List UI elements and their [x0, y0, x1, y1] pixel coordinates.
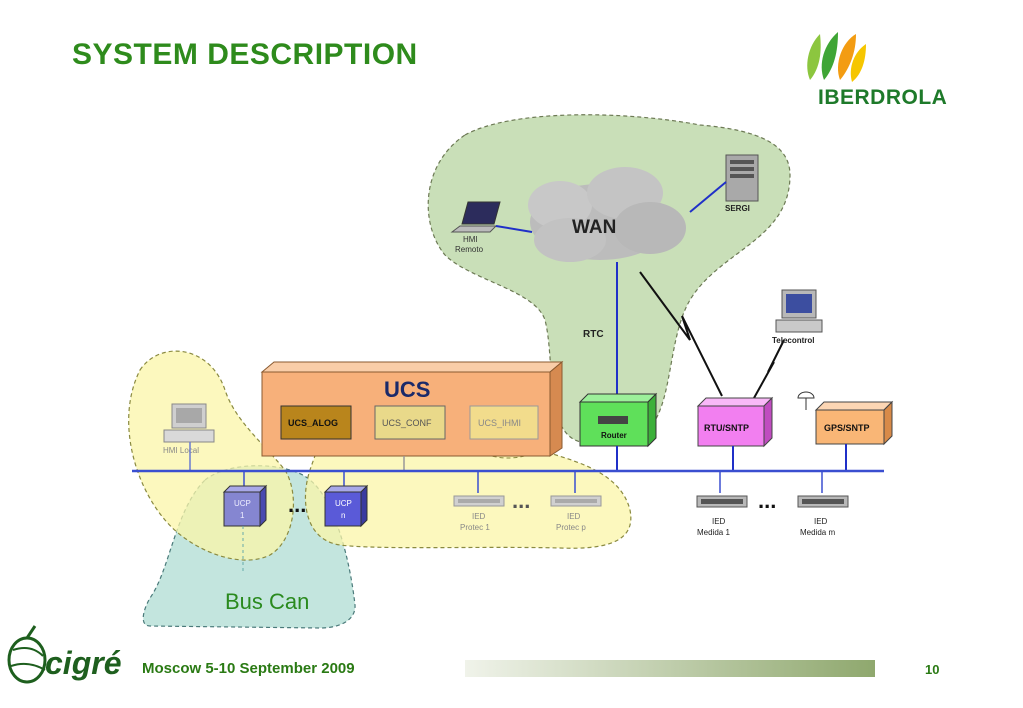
- page-title: SYSTEM DESCRIPTION: [72, 38, 418, 71]
- router-icon: [598, 416, 628, 424]
- ucp-1-box: [222, 484, 268, 528]
- sergi-label: SERGI: [725, 204, 750, 213]
- ied-medida-m-label-1: IED: [814, 517, 828, 526]
- page-number: 10: [925, 662, 940, 677]
- ied-protec-p-icon: [550, 495, 602, 507]
- router-box: [578, 392, 658, 448]
- ied-protec-1-label-2: Protec 1: [460, 523, 490, 532]
- iberdrola-logo: IBERDROLA: [818, 86, 948, 109]
- hmi-remoto-label-1: HMI: [463, 235, 478, 244]
- laptop-icon: [450, 201, 501, 233]
- footer-bar: [465, 660, 875, 677]
- ucp-1-label-1: UCP: [234, 499, 251, 508]
- ied-medida-1-label-1: IED: [712, 517, 726, 526]
- ucs-ihmi-box: [469, 405, 539, 440]
- desktop-computer-icon: [775, 289, 823, 333]
- ucs-alog-box: [280, 405, 352, 440]
- ucp-1-label-2: 1: [240, 511, 245, 520]
- rtc-label: RTC: [583, 329, 604, 340]
- gps-box: [814, 400, 894, 446]
- ied-medida-1-icon: [696, 495, 748, 508]
- ucs-conf-box: [374, 405, 446, 440]
- router-label: Router: [601, 431, 627, 440]
- ied-protec-1-label-1: IED: [472, 512, 486, 521]
- wan-cloud-icon: [528, 167, 686, 262]
- wan-region: [427, 114, 791, 447]
- hmi-local-computer-icon: [163, 403, 215, 443]
- ucs-conf-label: UCS_CONF: [382, 418, 432, 428]
- wireless-link-icon: [639, 271, 723, 397]
- iberdrola-leaves-icon: [807, 32, 866, 82]
- ucp-n-label-2: n: [341, 511, 345, 520]
- ied-medida-m-icon: [797, 495, 849, 508]
- wan-label: WAN: [572, 217, 616, 238]
- ucp-n-box: [323, 484, 369, 528]
- gps-label: GPS/SNTP: [824, 423, 870, 433]
- ucp-n-label-1: UCP: [335, 499, 352, 508]
- ied-medida-m-label-2: Medida m: [800, 528, 835, 537]
- footer-event: Moscow 5-10 September 2009: [142, 660, 355, 677]
- bus-can-label: Bus Can: [225, 589, 309, 614]
- wireless-link-icon-2: [753, 339, 785, 399]
- ied-protec-p-label-2: Protec p: [556, 523, 586, 532]
- ellipsis-ied-medida: ...: [758, 488, 776, 513]
- ucs-alog-label: UCS_ALOG: [288, 418, 338, 428]
- ellipsis-ucp: ...: [288, 492, 306, 517]
- rtu-box: [696, 396, 774, 448]
- ucs-ihmi-label: UCS_IHMI: [478, 418, 521, 428]
- antenna-icon: [797, 391, 815, 399]
- server-icon: [725, 154, 759, 202]
- hmi-remoto-label-2: Remoto: [455, 245, 484, 254]
- ied-medida-1-label-2: Medida 1: [697, 528, 730, 537]
- ied-protec-1-icon: [453, 495, 505, 507]
- telecontrol-label: Telecontrol: [772, 336, 815, 345]
- cigre-globe-icon: [7, 625, 47, 684]
- rtu-label: RTU/SNTP: [704, 423, 749, 433]
- ucs-label: UCS: [384, 377, 430, 402]
- ellipsis-ied-protec: ...: [512, 488, 530, 513]
- hmi-local-label: HMI Local: [163, 446, 199, 455]
- ied-protec-p-label-1: IED: [567, 512, 581, 521]
- cigre-logo: cigré: [45, 645, 122, 681]
